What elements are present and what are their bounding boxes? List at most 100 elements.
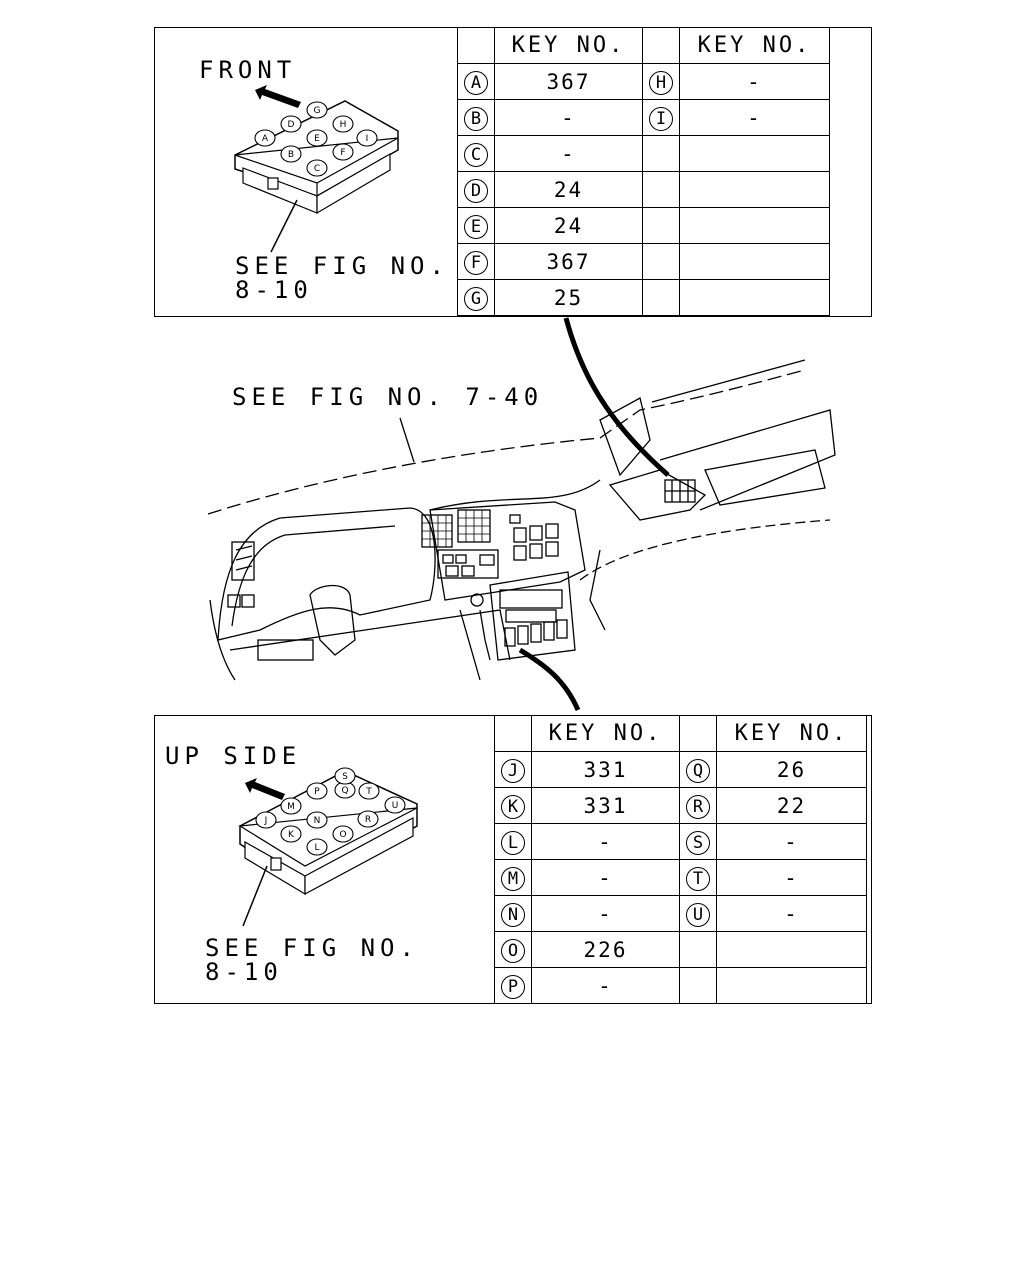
up-side-arrow-icon: [245, 778, 285, 800]
bottom-key-header-right: KEY NO.: [716, 715, 867, 752]
bottom-key-number-cell: 226: [531, 931, 680, 968]
bottom-pin-letter-cell: Q: [679, 751, 717, 788]
top-table-row: C-: [457, 135, 830, 172]
svg-text:T: T: [365, 787, 372, 797]
svg-text:P: P: [314, 787, 320, 797]
pin-letter-circle: D: [464, 178, 488, 203]
svg-text:H: H: [340, 120, 347, 130]
connector-pin-o: O: [332, 825, 354, 843]
bottom-table-row: N-U-: [494, 895, 867, 932]
pin-letter-circle: J: [501, 758, 525, 783]
svg-text:S: S: [342, 772, 348, 782]
top-key-number-cell: 25: [494, 279, 643, 316]
svg-text:M: M: [287, 802, 295, 812]
pin-letter-circle: R: [686, 794, 710, 819]
connector-pin-p: P: [306, 782, 328, 800]
connector-pin-c: C: [306, 159, 328, 177]
svg-text:F: F: [340, 148, 345, 158]
pin-letter-circle: G: [464, 286, 488, 311]
connector-pin-d: D: [280, 115, 302, 133]
bottom-table-row: P-: [494, 967, 867, 1004]
connector-pin-e: E: [306, 129, 328, 147]
pin-letter-circle: I: [649, 106, 673, 131]
svg-text:D: D: [288, 120, 295, 130]
bottom-key-number-cell: -: [531, 895, 680, 932]
pin-letter-circle: H: [649, 70, 673, 95]
top-see-fig-label: SEE FIG NO.: [235, 252, 449, 280]
connector-pin-n: N: [306, 811, 328, 829]
svg-text:G: G: [314, 106, 321, 116]
top-key-number-cell: [679, 243, 830, 280]
svg-text:U: U: [392, 801, 399, 811]
pin-letter-circle: O: [501, 938, 525, 963]
bottom-key-number-cell: 26: [716, 751, 867, 788]
pin-letter-circle: A: [464, 70, 488, 95]
pin-letter-circle: L: [501, 830, 525, 855]
bottom-see-fig-number: 8-10: [205, 958, 283, 986]
top-pin-letter-cell: E: [457, 207, 495, 244]
bottom-pin-letter-cell: K: [494, 787, 532, 824]
front-direction-label: FRONT: [199, 56, 297, 84]
bottom-key-number-cell: -: [716, 823, 867, 860]
pin-letter-circle: K: [501, 794, 525, 819]
pin-letter-circle: E: [464, 214, 488, 239]
pin-letter-circle: M: [501, 866, 525, 891]
bottom-pin-letter-cell: S: [679, 823, 717, 860]
svg-text:N: N: [314, 816, 321, 826]
connector-pin-r: R: [357, 810, 379, 828]
bottom-see-fig-label: SEE FIG NO.: [205, 934, 419, 962]
bottom-key-number-cell: -: [716, 859, 867, 896]
connector-pin-s: S: [334, 767, 356, 785]
bottom-pin-letter-cell: [679, 931, 717, 968]
front-arrow-icon: [255, 85, 301, 108]
top-pin-letter-cell: [642, 171, 680, 208]
pin-letter-circle: C: [464, 142, 488, 167]
pin-letter-circle: U: [686, 902, 710, 927]
connector-pin-f: F: [332, 143, 354, 161]
connector-pin-k: K: [280, 825, 302, 843]
top-pin-letter-cell: I: [642, 99, 680, 136]
dashboard-see-fig-label: SEE FIG NO. 7-40: [232, 383, 544, 411]
svg-text:I: I: [366, 134, 369, 144]
bottom-key-number-cell: -: [531, 967, 680, 1004]
top-key-number-cell: -: [679, 99, 830, 136]
connector-pin-a: A: [254, 129, 276, 147]
top-pin-letter-cell: B: [457, 99, 495, 136]
svg-text:L: L: [314, 843, 319, 853]
top-pin-letter-cell: D: [457, 171, 495, 208]
top-key-number-cell: [679, 207, 830, 244]
bottom-pin-letter-cell: J: [494, 751, 532, 788]
top-pin-letter-cell: C: [457, 135, 495, 172]
connector-pin-t: T: [358, 782, 380, 800]
top-key-number-cell: 24: [494, 171, 643, 208]
bottom-pin-letter-cell: R: [679, 787, 717, 824]
bottom-pin-letter-cell: L: [494, 823, 532, 860]
pin-letter-circle: B: [464, 106, 488, 131]
connector-pin-l: L: [306, 838, 328, 856]
bottom-key-number-cell: -: [716, 895, 867, 932]
bottom-pin-letter-cell: U: [679, 895, 717, 932]
top-pin-letter-cell: A: [457, 63, 495, 100]
bottom-key-number-cell: 331: [531, 787, 680, 824]
bottom-key-number-cell: [716, 931, 867, 968]
pin-letter-circle: F: [464, 250, 488, 275]
connector-pin-g: G: [306, 101, 328, 119]
connector-pin-h: H: [332, 115, 354, 133]
top-pin-letter-cell: F: [457, 243, 495, 280]
svg-text:J: J: [264, 816, 268, 826]
bottom-table-row: L-S-: [494, 823, 867, 860]
bottom-pin-letter-cell: M: [494, 859, 532, 896]
top-key-number-cell: -: [494, 135, 643, 172]
svg-text:O: O: [339, 830, 346, 840]
pin-letter-circle: P: [501, 974, 525, 999]
